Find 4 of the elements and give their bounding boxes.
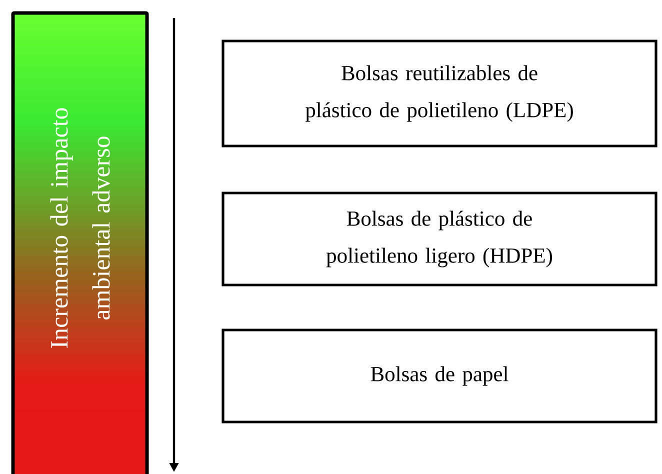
text-box: Bolsas de plástico de polietileno ligero (HDPE): [222, 192, 658, 286]
gradient-bar: Incremento del impacto ambiental adverso: [11, 11, 149, 474]
text-box: Bolsas reutilizables de plástico de polietileno (LDPE): [222, 40, 658, 148]
text-box: Bolsas de papel: [222, 328, 658, 424]
